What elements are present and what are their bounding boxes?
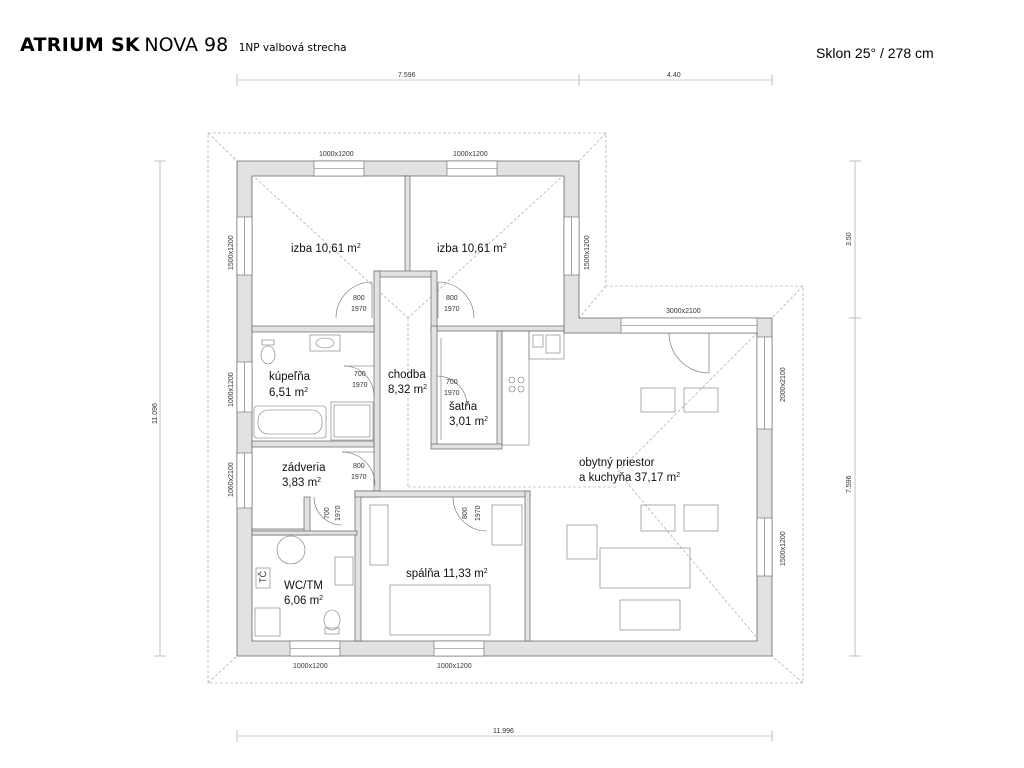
dim-bottom: 11.996 [493, 728, 514, 735]
roof-outline [207, 132, 804, 684]
dim-left: 11.096 [152, 403, 159, 424]
window-label-top-left: 1000x1200 [319, 151, 354, 158]
room-wc-area: 6,06 m2 [284, 595, 323, 607]
door-kupelna-height: 1970 [352, 382, 368, 389]
room-kupelna-area: 6,51 m2 [269, 387, 308, 399]
window-label-left-izba: 1500x1200 [228, 235, 235, 270]
brand-name: ATRIUM SK [20, 34, 140, 56]
door-kupelna-width: 700 [354, 371, 366, 378]
room-spalna-label: spálňa 11,33 m2 [406, 568, 488, 580]
fixtures [253, 330, 719, 637]
room-zadveria-name: zádveria [282, 462, 326, 474]
room-obytny-area: a kuchyňa 37,17 m2 [579, 472, 680, 484]
window-label-right-izba: 1500x1200 [584, 235, 591, 270]
dim-top-left: 7.596 [398, 72, 416, 79]
room-kupelna-name: kúpeľňa [269, 371, 311, 383]
room-izba-2-label: izba 10,61 m2 [437, 243, 507, 255]
dim-right-bottom: 7.596 [846, 475, 853, 493]
room-chodba-name: chodba [388, 369, 426, 381]
door-zadveria-width: 800 [353, 463, 365, 470]
windows [236, 160, 773, 657]
window-label-top-mid: 1000x1200 [453, 151, 488, 158]
window-label-right-living-top: 2000x2100 [780, 367, 787, 402]
window-labels: 1000x1200 1000x1200 3000x2100 1000x1200 … [228, 151, 787, 670]
model-name: NOVA 98 [144, 34, 229, 56]
door-labels: 800 1970 800 1970 700 1970 700 1970 800 … [324, 295, 482, 521]
room-wc-name: WC/TM [284, 580, 323, 592]
door-satna-width: 700 [446, 379, 458, 386]
interior-walls [251, 175, 565, 642]
room-satna-name: šatňa [449, 401, 478, 413]
dim-right-top: 3.50 [846, 232, 853, 246]
door-izba2-width: 800 [446, 295, 458, 302]
door-izba1-height: 1970 [351, 306, 367, 313]
room-izba-1-label: izba 10,61 m2 [291, 243, 361, 255]
room-chodba-area: 8,32 m2 [388, 384, 427, 396]
door-wc-width: 700 [324, 507, 331, 519]
dim-top-right: 4.40 [667, 72, 681, 79]
room-obytny-name: obytný priestor [579, 457, 655, 469]
dimension-lines [154, 74, 861, 742]
door-izba1-width: 800 [353, 295, 365, 302]
door-swings [313, 281, 710, 532]
heat-pump-label: TČ [258, 571, 268, 583]
window-label-right-living-bottom: 1500x1200 [780, 531, 787, 566]
room-zadveria-area: 3,83 m2 [282, 477, 321, 489]
door-izba2-height: 1970 [444, 306, 460, 313]
room-labels: izba 10,61 m2 izba 10,61 m2 kúpeľňa 6,51… [269, 243, 680, 607]
door-satna-height: 1970 [444, 390, 460, 397]
window-label-bottom-mid: 1000x1200 [437, 663, 472, 670]
plan-subtitle: 1NP valbová strecha [238, 42, 347, 54]
room-satna-area: 3,01 m2 [449, 416, 488, 428]
plan-title: ATRIUM SK NOVA 98 1NP valbová strecha [20, 34, 347, 56]
door-spalna-width: 800 [462, 507, 469, 519]
door-spalna-height: 1970 [475, 505, 482, 521]
window-label-left-kupelna: 1000x1200 [228, 372, 235, 407]
window-label-left-zadveria: 1060x2100 [228, 462, 235, 497]
door-wc-height: 1970 [335, 505, 342, 521]
window-label-living-top: 3000x2100 [666, 308, 701, 315]
window-label-bottom-left: 1000x1200 [293, 663, 328, 670]
door-zadveria-height: 1970 [351, 474, 367, 481]
roof-slope-label: Sklon 25° / 278 cm [816, 45, 934, 61]
overall-dimensions: 7.596 4.40 11.996 11.096 3.50 7.596 [152, 72, 853, 735]
